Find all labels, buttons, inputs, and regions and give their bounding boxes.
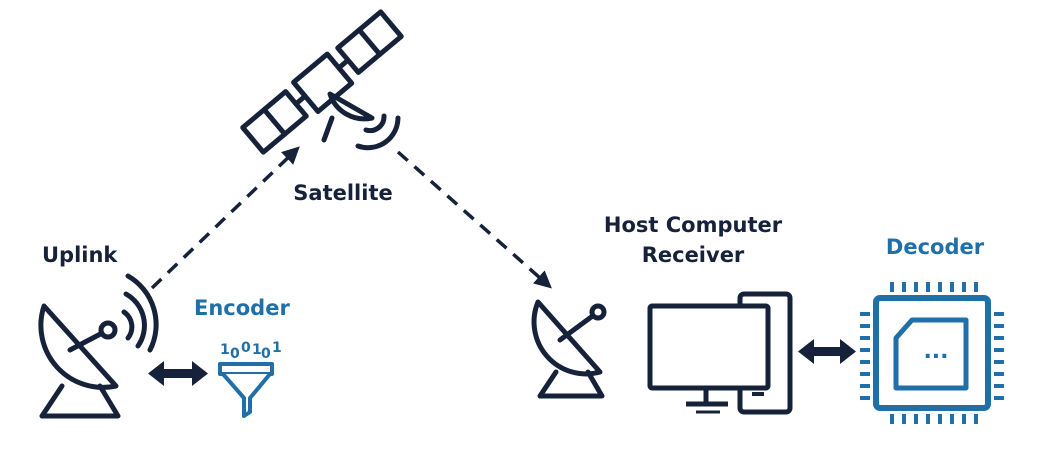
encoder-label: Encoder [194, 296, 290, 320]
uplink-to-satellite-arrow [150, 146, 300, 290]
satellite-label: Satellite [293, 181, 393, 205]
uplink-encoder-double-arrow [148, 361, 208, 386]
satellite-to-receiver-arrow [396, 150, 552, 289]
decoder-label: Decoder [885, 235, 985, 259]
uplink-label: Uplink [42, 243, 118, 267]
encoder-bit: 1 [220, 342, 230, 358]
computer-decoder-double-arrow [798, 339, 856, 364]
desktop-computer-icon [647, 291, 793, 415]
filter-funnel-icon [218, 362, 274, 418]
satellite-icon [240, 9, 404, 155]
encoder-bit: 1 [272, 340, 282, 356]
decoder-chip-text: ... [923, 339, 948, 364]
receiver-dish-icon [531, 299, 607, 399]
host-computer-label-line2: Receiver [641, 243, 745, 267]
encoder-bits: 1 0 0 1 0 1 [220, 340, 282, 362]
host-computer-label-line1: Host Computer [603, 213, 783, 237]
encoder-bit: 0 [230, 346, 240, 362]
encoder-bit: 0 [261, 346, 271, 362]
encoder-bit: 0 [241, 340, 251, 356]
encoder-bit: 1 [252, 342, 262, 358]
uplink-dish-icon [38, 273, 159, 419]
microchip-icon [860, 282, 1004, 424]
